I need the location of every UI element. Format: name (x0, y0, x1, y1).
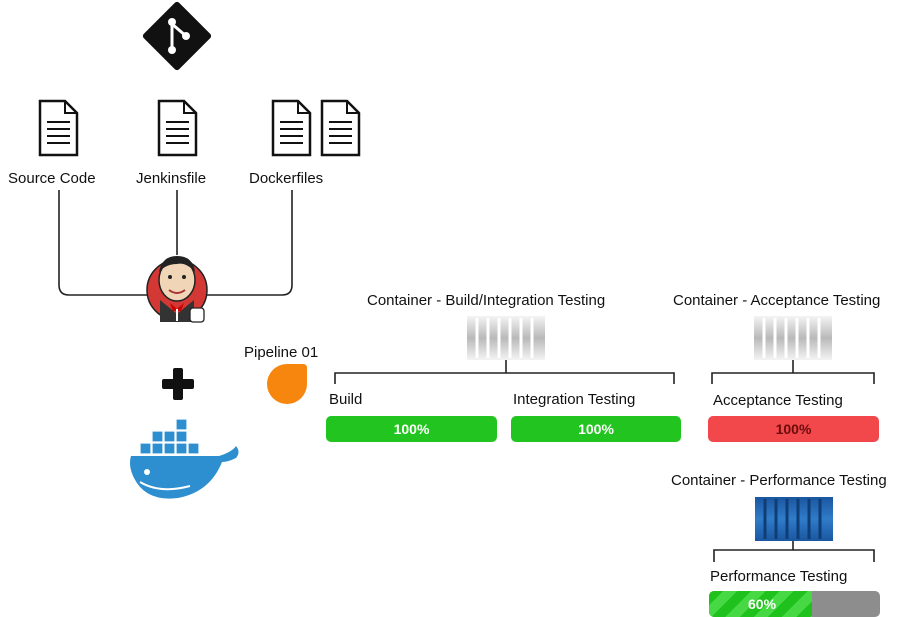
dockerfiles-label: Dockerfiles (249, 170, 324, 187)
container-performance-icon (755, 497, 833, 541)
dockerfile-document-icon (271, 99, 312, 157)
stage-performance-progress-bar[interactable]: 60% (709, 591, 880, 617)
progress-fill (326, 416, 497, 442)
jenkinsfile-document-icon (157, 99, 198, 157)
container-build-integration-icon (467, 316, 545, 360)
stage-integration-label: Integration Testing (513, 391, 636, 408)
plus-icon (162, 368, 194, 400)
progress-text: 100% (578, 421, 614, 437)
container-acceptance-icon (754, 316, 832, 360)
stage-acceptance-progress-bar[interactable]: 100% (708, 416, 879, 442)
source-connectors (58, 190, 293, 296)
progress-fill (511, 416, 681, 442)
source-code-document-icon (38, 99, 79, 157)
stage-integration-progress-bar[interactable]: 100% (511, 416, 681, 442)
stage-performance-label: Performance Testing (710, 568, 848, 585)
git-icon (142, 1, 212, 71)
jenkinsfile-label: Jenkinsfile (136, 170, 207, 187)
progress-text: 100% (393, 421, 430, 437)
progress-fill (708, 416, 879, 442)
dockerfile-document-icon (320, 99, 361, 157)
bracket-acceptance (711, 360, 875, 384)
bracket-build-integration (334, 360, 675, 384)
progress-text: 60% (748, 596, 777, 612)
source-code-label: Source Code (8, 170, 96, 187)
stage-build-label: Build (329, 391, 363, 408)
container-acceptance-title: Container - Acceptance Testing (673, 292, 881, 309)
jenkins-icon (146, 256, 208, 323)
progress-fill (709, 591, 812, 617)
docker-whale-icon (130, 418, 239, 499)
pipeline-name: Pipeline 01 (244, 344, 319, 361)
bracket-performance (713, 541, 875, 562)
container-performance-title: Container - Performance Testing (671, 472, 887, 489)
container-build-integration-title: Container - Build/Integration Testing (367, 292, 606, 309)
stage-acceptance-label: Acceptance Testing (713, 392, 843, 409)
stage-build-progress-bar[interactable]: 100% (326, 416, 497, 442)
progress-text: 100% (775, 421, 812, 437)
pipeline-drop-icon (267, 364, 307, 404)
